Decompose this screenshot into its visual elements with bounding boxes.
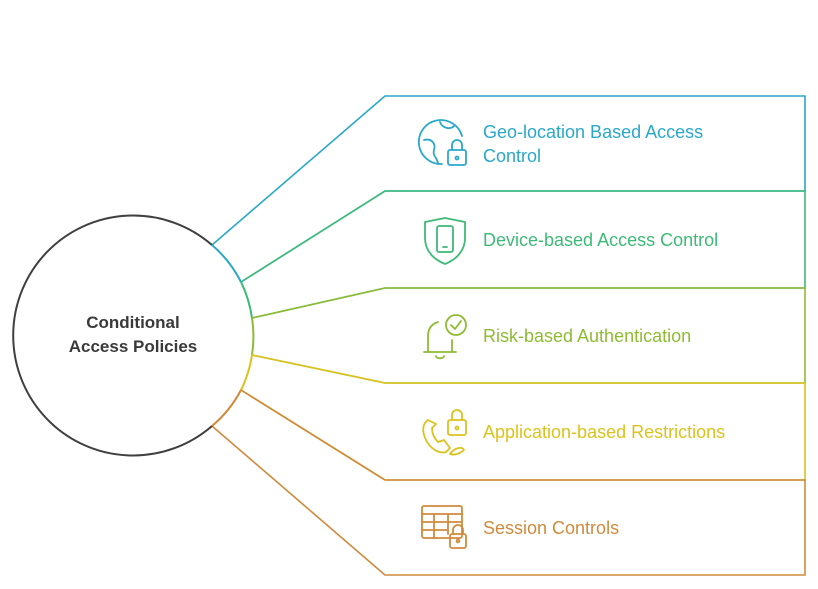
branch-device: [240, 190, 806, 319]
branch-outline-device: [240, 190, 806, 319]
phone-lock-icon: [422, 409, 467, 456]
hub-arc-session: [211, 389, 242, 427]
hub-label-line1: Conditional: [86, 313, 180, 332]
item-label-device: Device-based Access Control: [483, 228, 783, 252]
table-lock-icon: [421, 505, 467, 549]
hub-arc-risk: [251, 317, 255, 356]
hub-circle: [12, 214, 213, 457]
branch-outline-session: [211, 389, 806, 576]
item-label-line1: Device-based Access Control: [483, 230, 719, 250]
hub-arc-geo-location: [211, 244, 242, 283]
item-label-session: Session Controls: [483, 516, 783, 540]
shield-phone-icon: [424, 217, 466, 265]
hub-label-line2: Access Policies: [68, 337, 198, 356]
globe-lock-icon: [417, 119, 467, 166]
item-label-line1: Session Controls: [483, 518, 620, 538]
item-label-line1: Geo-location Based Access: [483, 122, 704, 142]
item-label-line2: Control: [483, 146, 542, 166]
item-label-risk: Risk-based Authentication: [483, 324, 783, 348]
branch-outline-application: [240, 354, 806, 481]
branch-application: [240, 354, 806, 481]
branch-session: [211, 389, 806, 576]
hub-label: Conditional Access Policies: [13, 215, 253, 455]
item-label-geo-location: Geo-location Based Access Control: [483, 120, 783, 168]
bell-check-icon: [423, 314, 467, 360]
item-label-application: Application-based Restrictions: [483, 420, 783, 444]
item-label-line1: Risk-based Authentication: [483, 326, 692, 346]
item-label-line1: Application-based Restrictions: [483, 422, 726, 442]
hub-arc-device: [240, 281, 253, 319]
hub-arc-application: [240, 354, 253, 391]
